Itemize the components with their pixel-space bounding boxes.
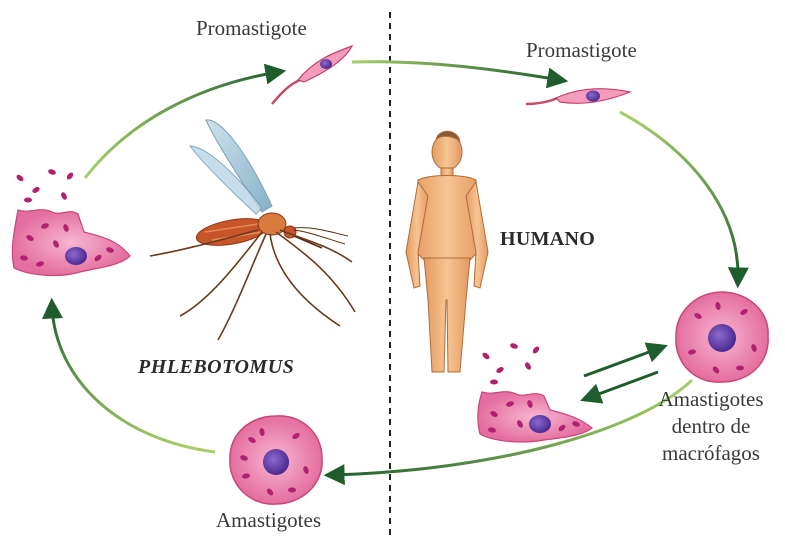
phlebotomus-label: PHLEBOTOMUS bbox=[138, 356, 294, 379]
amastigotes-label-bottom: Amastigotes bbox=[216, 508, 321, 533]
amastigotes-macrophage-label-line3: macrófagos bbox=[646, 440, 776, 467]
promastigote-label-left: Promastigote bbox=[196, 16, 307, 41]
arrow-icon bbox=[52, 306, 215, 452]
arrow-icon bbox=[620, 112, 738, 280]
macrophage-icon bbox=[230, 416, 322, 504]
amastigotes-macrophage-label-line2: dentro de bbox=[646, 413, 776, 440]
arrow-icon bbox=[584, 348, 660, 376]
humano-label: HUMANO bbox=[500, 228, 595, 251]
macrophage-icon bbox=[676, 292, 768, 382]
amastigotes-macrophage-label-line1: Amastigotes bbox=[646, 386, 776, 413]
arrow-icon bbox=[352, 62, 560, 80]
amastigotes-macrophage-label: Amastigotes dentro de macrófagos bbox=[646, 386, 776, 467]
human-figure-icon bbox=[406, 131, 488, 372]
ruptured-cell-icon bbox=[12, 168, 130, 275]
ruptured-cell-icon bbox=[478, 342, 592, 442]
promastigote-label-right: Promastigote bbox=[526, 38, 637, 63]
mosquito-icon bbox=[150, 120, 355, 340]
promastigote-icon bbox=[272, 46, 352, 104]
promastigote-icon bbox=[526, 89, 630, 104]
